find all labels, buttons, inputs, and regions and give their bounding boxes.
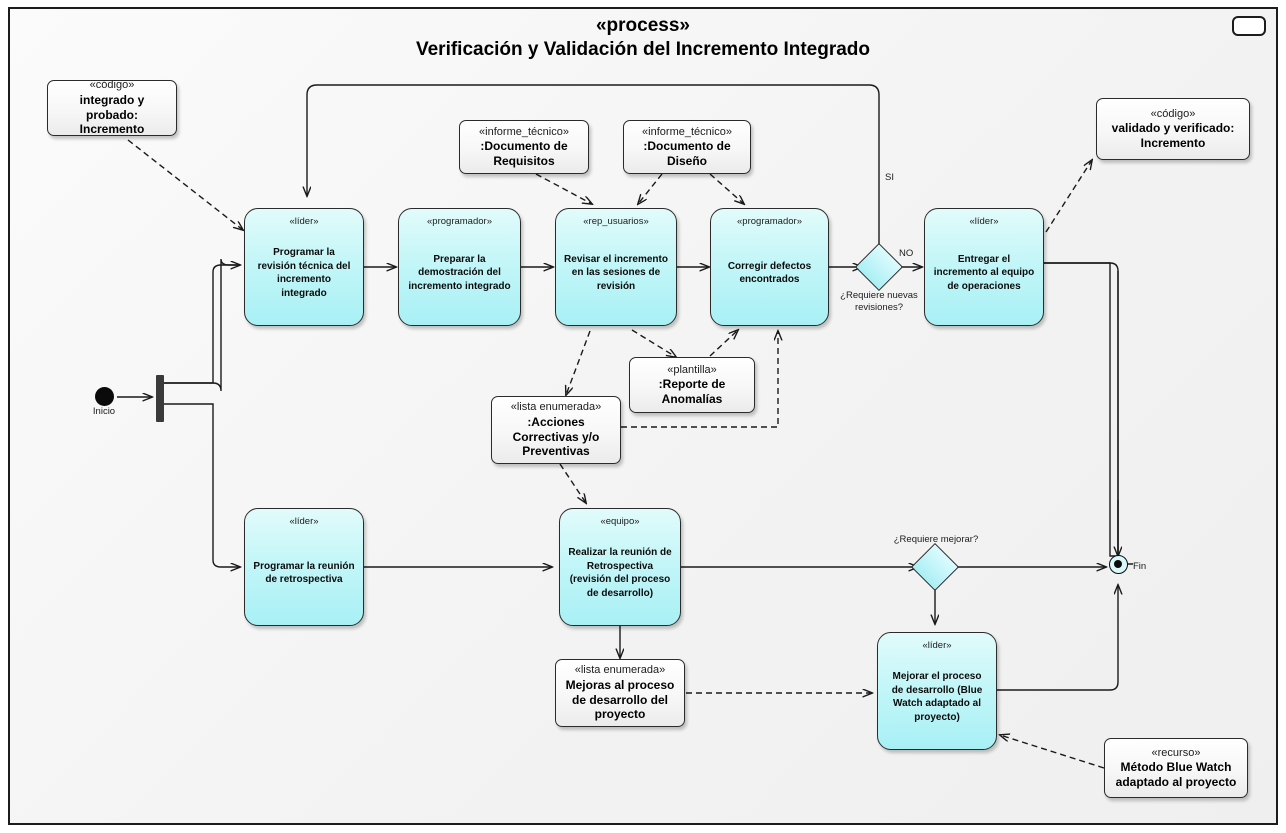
artifact-label: validado y verificado: Incremento xyxy=(1111,121,1235,150)
action-label: Mejorar el proceso de desarrollo (Blue W… xyxy=(891,671,983,723)
action-preparar-demostracion[interactable]: «programador» Preparar la demostración d… xyxy=(398,208,521,326)
action-label: Programar la reunión de retrospectiva xyxy=(253,560,355,586)
frame-stereotype: «process» xyxy=(595,15,690,36)
action-stereotype: «líder» xyxy=(289,216,319,227)
artifact-stereotype: «informe_técnico» xyxy=(479,125,569,138)
initial-node[interactable] xyxy=(95,387,114,406)
action-label: Programar la revisión técnica del increm… xyxy=(257,247,351,299)
artifact-label: Mejoras al proceso de desarrollo del pro… xyxy=(565,677,675,722)
decision-branch-no-label: NO xyxy=(899,248,914,259)
action-stereotype: «líder» xyxy=(922,640,952,651)
action-stereotype: «líder» xyxy=(969,216,999,227)
final-node[interactable] xyxy=(1109,555,1128,574)
artifact-label: Método Blue Watch adaptado al proyecto xyxy=(1115,760,1237,789)
action-revisar-incremento[interactable]: «rep_usuarios» Revisar el incremento en … xyxy=(555,208,677,326)
action-programar-revision[interactable]: «líder» Programar la revisión técnica de… xyxy=(244,208,364,326)
artifact-label: :Acciones Correctivas y/o Preventivas xyxy=(512,414,600,459)
final-node-label: Fin xyxy=(1133,561,1147,572)
fork-node[interactable] xyxy=(156,375,164,422)
action-stereotype: «rep_usuarios» xyxy=(583,216,649,227)
action-entregar-incremento[interactable]: «líder» Entregar el incremento al equipo… xyxy=(924,208,1044,326)
frame-corner-marker-icon xyxy=(1232,16,1266,36)
artifact-stereotype: «lista enumerada» xyxy=(510,401,602,414)
decision-requiere-revisiones-label: ¿Requiere nuevas revisiones? xyxy=(827,290,931,315)
artifact-label: :Documento de Requisitos xyxy=(480,139,568,168)
artifact-doc-diseno[interactable]: «informe_técnico» :Documento de Diseño xyxy=(623,120,751,174)
decision-branch-si-label: SI xyxy=(885,172,894,183)
artifact-label: :Documento de Diseño xyxy=(643,139,731,168)
artifact-codigo-validado[interactable]: «código» validado y verificado: Incremen… xyxy=(1096,98,1250,160)
action-stereotype: «programador» xyxy=(737,216,802,227)
action-label: Corregir defectos encontrados xyxy=(727,260,812,286)
action-stereotype: «equipo» xyxy=(600,516,640,527)
artifact-stereotype: «código» xyxy=(1150,107,1196,120)
artifact-stereotype: «lista enumerada» xyxy=(574,664,666,677)
action-corregir-defectos[interactable]: «programador» Corregir defectos encontra… xyxy=(710,208,829,326)
page-title: «process» Verificación y Validación del … xyxy=(0,14,1286,62)
artifact-stereotype: «informe_técnico» xyxy=(642,125,732,138)
artifact-stereotype: «recurso» xyxy=(1151,746,1201,759)
artifact-stereotype: «plantilla» xyxy=(667,363,717,376)
frame-title-text: Verificación y Validación del Incremento… xyxy=(415,38,871,60)
artifact-reporte-anomalias[interactable]: «plantilla» :Reporte de Anomalías xyxy=(629,357,755,413)
artifact-mejoras-proceso[interactable]: «lista enumerada» Mejoras al proceso de … xyxy=(555,659,685,727)
artifact-doc-requisitos[interactable]: «informe_técnico» :Documento de Requisit… xyxy=(459,120,589,174)
decision-label-line1: ¿Requiere nuevas xyxy=(840,290,918,301)
action-realizar-retrospectiva[interactable]: «equipo» Realizar la reunión de Retrospe… xyxy=(559,508,681,626)
decision-label-line2: revisiones? xyxy=(854,302,904,314)
action-label: Revisar el incremento en las sesiones de… xyxy=(564,253,668,292)
action-programar-retrospectiva[interactable]: «líder» Programar la reunión de retrospe… xyxy=(244,508,364,626)
initial-node-label: Inicio xyxy=(92,406,116,417)
action-label: Entregar el incremento al equipo de oper… xyxy=(933,253,1035,292)
action-stereotype: «líder» xyxy=(289,516,319,527)
artifact-stereotype: «código» xyxy=(89,79,135,92)
action-stereotype: «programador» xyxy=(427,216,492,227)
decision-requiere-mejorar-label: ¿Requiere mejorar? xyxy=(893,534,979,545)
artifact-metodo-blue-watch[interactable]: «recurso» Método Blue Watch adaptado al … xyxy=(1104,738,1248,798)
artifact-acciones-correctivas[interactable]: «lista enumerada» :Acciones Correctivas … xyxy=(491,396,621,464)
action-label: Realizar la reunión de Retrospectiva (re… xyxy=(568,547,672,599)
artifact-codigo-integrado[interactable]: «código» integrado y probado: Incremento xyxy=(47,79,177,137)
artifact-label: :Reporte de Anomalías xyxy=(658,377,726,406)
action-label: Preparar la demostración del incremento … xyxy=(408,253,511,292)
artifact-label: integrado y probado: Incremento xyxy=(79,92,145,137)
action-mejorar-proceso[interactable]: «líder» Mejorar el proceso de desarrollo… xyxy=(877,632,997,750)
